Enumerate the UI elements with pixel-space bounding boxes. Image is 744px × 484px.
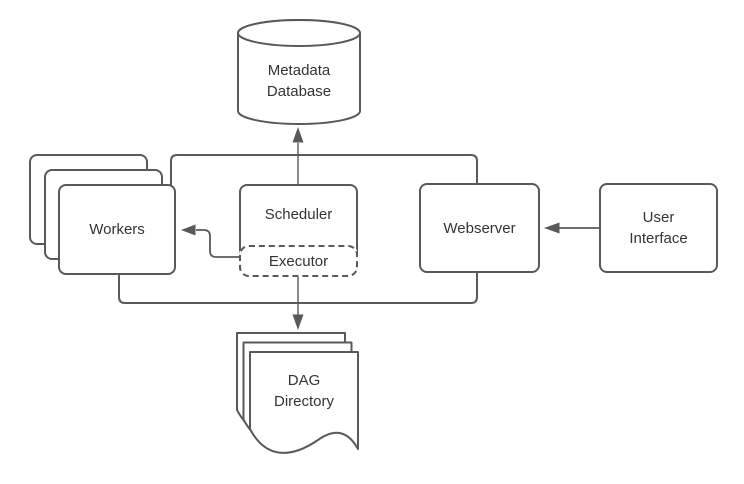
arrowhead-left-icon: [544, 222, 560, 234]
executor-to-dag-connector: [292, 277, 304, 330]
scheduler-to-database-connector: [292, 127, 304, 184]
document-shape-front: [249, 351, 359, 454]
webserver-box: [419, 183, 540, 273]
ui-to-webserver-connector: [544, 222, 599, 234]
arrowhead-up-icon: [292, 127, 304, 143]
top-bus-connector: [170, 154, 478, 197]
arrowhead-down-icon: [292, 314, 304, 330]
user-interface-box: [599, 183, 718, 273]
metadata-database-node: [237, 19, 361, 125]
cylinder-top-icon: [237, 19, 361, 47]
executor-to-workers-connector: [181, 224, 240, 258]
dag-directory-node: [236, 332, 359, 454]
workers-box: [58, 184, 176, 275]
executor-box: [239, 245, 358, 277]
arrowhead-left-icon: [181, 224, 196, 236]
